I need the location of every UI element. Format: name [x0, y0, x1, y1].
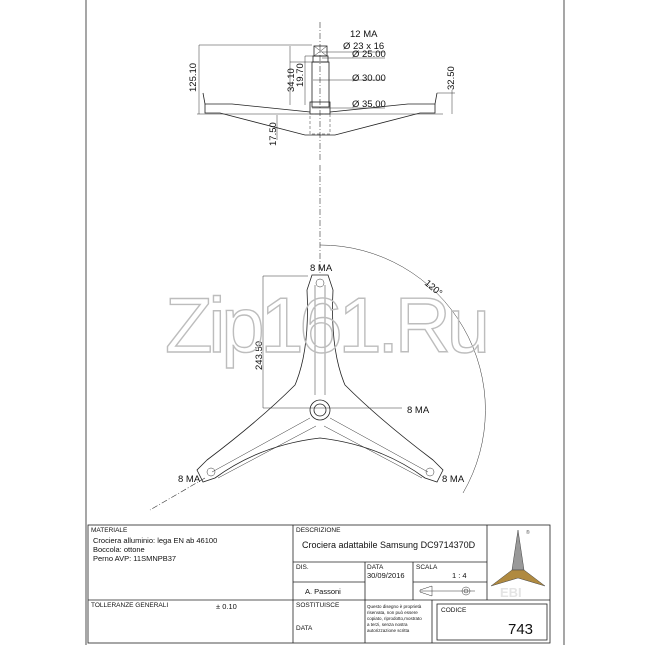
codice-label: CODICE: [441, 607, 467, 614]
thread-right: 8 MA: [442, 474, 465, 485]
dis-label: DIS.: [296, 564, 309, 571]
title-block: EBI ® MATERIALE Crociera alluminio: lega…: [87, 524, 551, 644]
side-view: 12 MA Ø 23 x 16 Ø 25.00 Ø 30.00 Ø 35.00 …: [188, 22, 457, 160]
materiale-line-1: Crociera alluminio: lega EN ab 46100: [93, 536, 217, 545]
notice-line-1: Questo disegno è proprietà: [367, 604, 422, 609]
tolleranze-label: TOLLERANZE GENERALI: [91, 602, 168, 609]
materiale-label: MATERIALE: [91, 527, 128, 534]
thread-center: 8 MA: [407, 405, 430, 416]
scala-label: SCALA: [416, 564, 438, 571]
tolleranze-value: ± 0.10: [216, 602, 237, 611]
watermark: Zip161.Ru: [165, 281, 490, 369]
data-value: 30/09/2016: [367, 571, 405, 580]
dim-d25: Ø 25.00: [352, 49, 386, 60]
sostituisce-label: SOSTITUISCE: [296, 602, 340, 609]
notice-line-3: copiato, riprodotto,mostrato: [367, 616, 422, 621]
codice-box: [436, 603, 548, 641]
notice-line-4: a terzi, senza nostra: [367, 622, 408, 627]
notice-line-2: riservata, non può essere: [367, 610, 418, 615]
dim-19: 19.70: [295, 63, 306, 87]
dim-243: 243.50: [254, 341, 265, 370]
ebi-logo: EBI ®: [490, 529, 546, 600]
descrizione-label: DESCRIZIONE: [296, 527, 341, 534]
data-label: DATA: [367, 564, 384, 571]
scala-value: 1 : 4: [452, 571, 467, 580]
dis-value: A. Passoni: [305, 587, 341, 596]
materiale-line-3: Perno AVP: 11SMNPB37: [93, 554, 176, 563]
codice-value: 743: [508, 621, 533, 638]
thread-left: 8 MA: [178, 474, 201, 485]
notice-line-5: autorizzazione scritta: [367, 628, 410, 633]
thread-label: 12 MA: [350, 29, 378, 40]
dim-d30: Ø 30.00: [352, 73, 386, 84]
logo-text: EBI: [500, 585, 522, 600]
dim-125: 125.10: [188, 63, 199, 92]
thread-top: 8 MA: [310, 263, 333, 274]
dim-34: 34.10: [286, 68, 297, 92]
dim-d35: Ø 35.00: [352, 99, 386, 110]
dim-d23: Ø 23 x 16: [343, 41, 384, 52]
materiale-line-2: Boccola: ottone: [93, 545, 145, 554]
descrizione-value: Crociera adattabile Samsung DC9714370D: [302, 540, 476, 550]
data2-label: DATA: [296, 625, 313, 632]
dim-32: 32.50: [446, 66, 457, 90]
registered-mark: ®: [526, 529, 530, 536]
dim-17: 17.50: [268, 122, 279, 146]
